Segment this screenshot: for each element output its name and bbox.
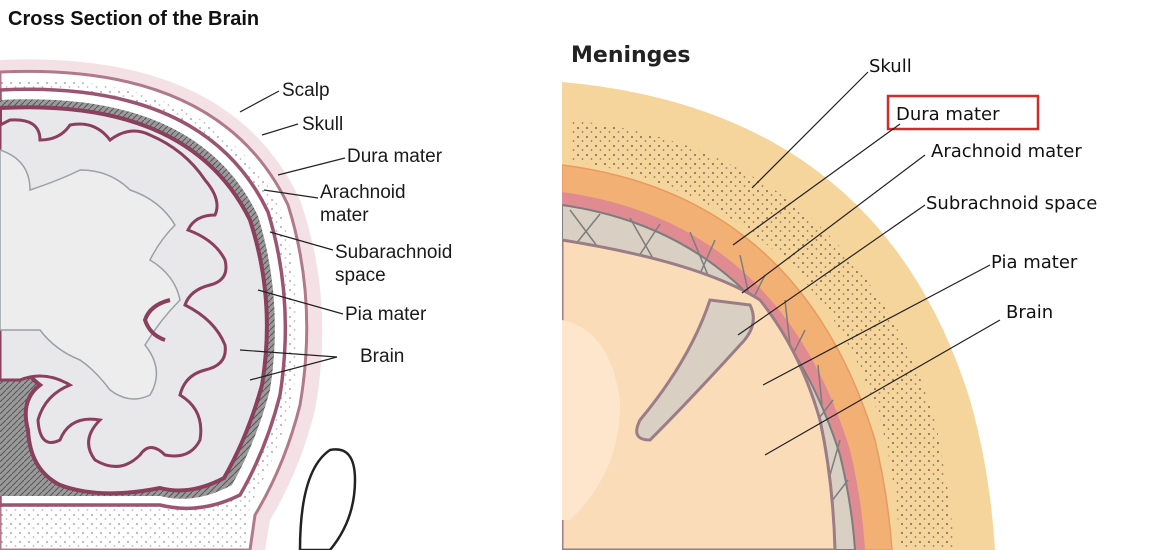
left-title: Cross Section of the Brain [8,8,259,30]
label-dura-mater: Dura mater [347,146,443,167]
ear [300,449,355,550]
label-skull: Skull [302,114,343,135]
label-arachnoid-line2: mater [320,205,369,226]
label-subrachnoid-space-r: Subrachnoid space [926,193,1097,214]
label-pia-mater: Pia mater [345,304,427,325]
label-pia-mater-r: Pia mater [991,252,1078,273]
right-title: Meninges [571,43,690,68]
label-arachnoid-line1: Arachnoid [320,182,406,203]
leader-scalp [240,91,279,112]
label-brain: Brain [360,346,404,367]
label-subarachnoid-line2: space [335,265,386,286]
label-dura-mater-r: Dura mater [896,104,1000,125]
label-brain-r: Brain [1006,302,1053,323]
leader-skull [262,124,298,135]
label-skull-r: Skull [869,56,912,77]
label-arachnoid-mater-r: Arachnoid mater [931,141,1082,162]
leader-dura [278,158,345,175]
label-scalp: Scalp [282,80,330,101]
left-panel: Cross Section of the Brain [0,8,452,550]
right-panel: Meninges Skull Dura mater Arachnoid mate… [562,43,1097,550]
label-subarachnoid-line1: Subarachnoid [335,242,452,263]
